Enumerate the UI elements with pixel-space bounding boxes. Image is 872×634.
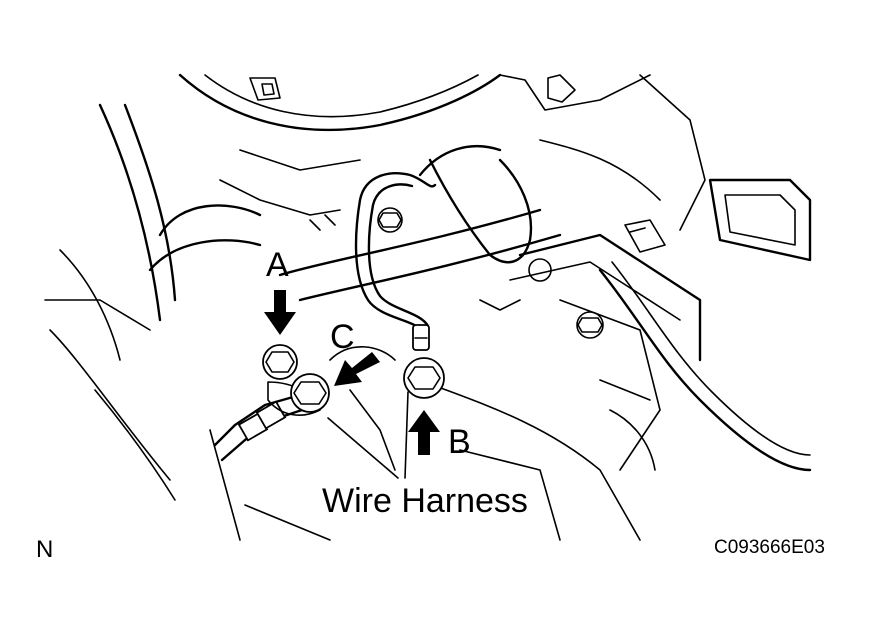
wire-harness-cable — [354, 172, 437, 351]
wire-harness-leaders — [327, 391, 409, 479]
north-label: N — [36, 536, 53, 563]
engine-linework — [44, 73, 812, 541]
label-b: B — [448, 423, 471, 461]
label-c: C — [330, 318, 355, 356]
label-a: A — [266, 246, 289, 284]
arrow-a — [264, 290, 296, 335]
wire-harness-label: Wire Harness — [322, 482, 528, 520]
arrow-c — [334, 352, 380, 386]
bolt-c — [290, 373, 330, 413]
arrow-b — [408, 410, 440, 455]
figure-code: C093666E03 — [714, 537, 825, 558]
bolt-b — [403, 357, 445, 399]
bolt-a — [262, 344, 298, 380]
